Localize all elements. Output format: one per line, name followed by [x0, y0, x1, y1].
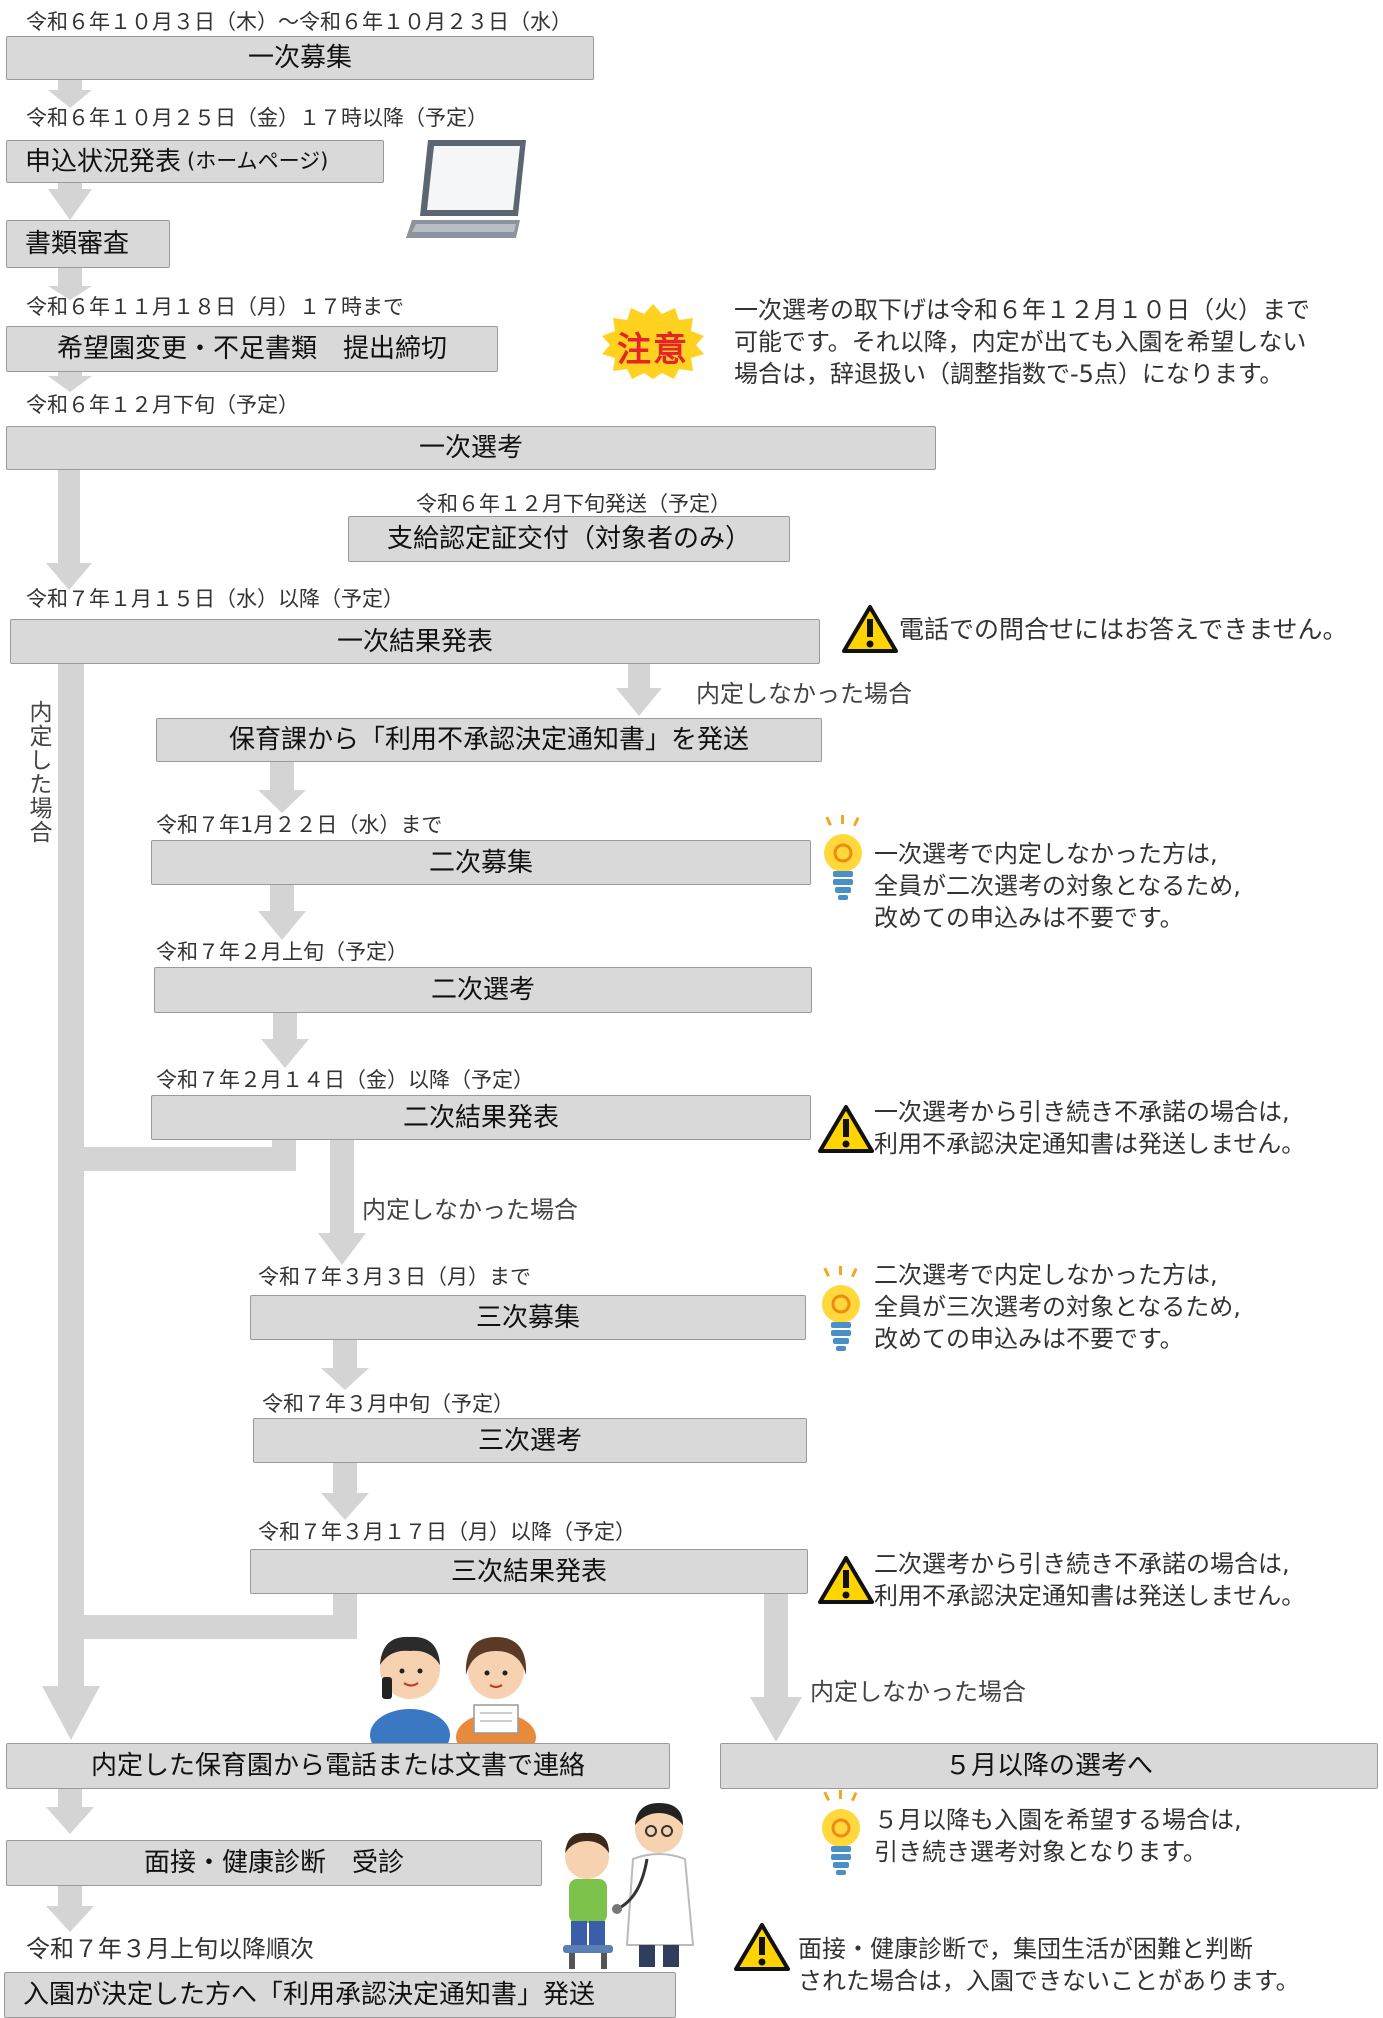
step7-tip: 一次選考で内定しなかった方は, 全員が二次選考の対象となるため, 改めての申込み… — [874, 838, 1241, 934]
interview-warning-line-1: 面接・健康診断で，集団生活が困難と判断 — [798, 1935, 1254, 1963]
step1-date: 令和６年１０月３日（木）～令和６年１０月２３日（水） — [26, 10, 572, 34]
step10-tip: 二次選考で内定しなかった方は, 全員が三次選考の対象となるため, 改めての申込み… — [874, 1259, 1241, 1355]
step2-date: 令和６年１０月２５日（金）１７時以降（予定） — [26, 106, 488, 130]
caution-badge-icon: 注意 — [600, 302, 706, 380]
step9-warning: 一次選考から引き続き不承諾の場合は, 利用不承認決定通知書は発送しません。 — [874, 1096, 1305, 1160]
may-tip-line-1: ５月以降も入園を希望する場合は, — [874, 1806, 1242, 1834]
step7-box: 二次募集 — [151, 840, 811, 885]
lightbulb-icon — [824, 815, 862, 900]
step6-box: 一次結果発表 — [10, 619, 820, 664]
step6-warning: 電話での問合せにはお答えできません。 — [899, 615, 1348, 644]
step7-tip-line-1: 一次選考で内定しなかった方は, — [874, 840, 1218, 868]
step2-label: 申込状況発表 — [25, 146, 182, 177]
step5-box: 一次選考 — [6, 426, 936, 470]
cert-box: 支給認定証交付（対象者のみ） — [348, 516, 790, 562]
caution-line-2: 可能です。それ以降，内定が出ても入園を希望しない — [734, 328, 1307, 356]
step12-warning-line-2: 利用不承認決定通知書は発送しません。 — [874, 1582, 1306, 1610]
warning-icon — [818, 1556, 874, 1604]
not-selected-label-2: 内定しなかった場合 — [362, 1196, 578, 1224]
step10-box: 三次募集 — [250, 1295, 806, 1340]
selected-label: 内定した場合 — [25, 700, 51, 844]
step9-box: 二次結果発表 — [151, 1095, 811, 1140]
step7-tip-line-2: 全員が二次選考の対象となるため, — [874, 872, 1241, 900]
final-box: 入園が決定した方へ「利用承認決定通知書」発送 — [4, 1972, 676, 2018]
laptop-icon — [406, 140, 526, 238]
may-tip-line-2: 引き続き選考対象となります。 — [874, 1838, 1207, 1866]
warning-icon — [842, 605, 898, 653]
step10-tip-line-1: 二次選考で内定しなかった方は, — [874, 1261, 1218, 1289]
caution-badge-text: 注意 — [617, 330, 689, 370]
step11-box: 三次選考 — [253, 1418, 807, 1463]
caution-line-3: 場合は，辞退扱い（調整指数で-5点）になります。 — [734, 360, 1284, 388]
step10-tip-line-2: 全員が三次選考の対象となるため, — [874, 1293, 1241, 1321]
lightbulb-icon — [822, 1790, 860, 1875]
step12-warning-line-1: 二次選考から引き続き不承諾の場合は, — [874, 1550, 1290, 1578]
step7-date: 令和７年1月２２日（水）まで — [156, 813, 443, 837]
doctor-checkup-illustration — [563, 1803, 695, 1969]
interview-warning: 面接・健康診断で，集団生活が困難と判断 された場合は，入園できないことがあります… — [798, 1933, 1300, 1997]
step9-warning-line-1: 一次選考から引き続き不承諾の場合は, — [874, 1098, 1290, 1126]
step11-date: 令和７年３月中旬（予定） — [262, 1392, 514, 1416]
step6-date: 令和７年１月１５日（水）以降（予定） — [26, 587, 404, 611]
warning-icon — [734, 1923, 790, 1971]
interview-box: 面接・健康診断 受診 — [6, 1840, 542, 1886]
step10-date: 令和７年３月３日（月）まで — [258, 1265, 531, 1289]
parents-on-phone-illustration — [370, 1636, 536, 1745]
lightbulb-icon — [822, 1266, 860, 1351]
step8-box: 二次選考 — [154, 967, 812, 1013]
step12-box: 三次結果発表 — [250, 1549, 808, 1594]
cert-date: 令和６年１２月下旬発送（予定） — [416, 492, 731, 516]
step12-warning: 二次選考から引き続き不承諾の場合は, 利用不承認決定通知書は発送しません。 — [874, 1548, 1305, 1612]
may-tip: ５月以降も入園を希望する場合は, 引き続き選考対象となります。 — [874, 1804, 1242, 1868]
step12-date: 令和７年３月１７日（月）以降（予定） — [258, 1520, 636, 1544]
step5-date: 令和６年１２月下旬（予定） — [26, 393, 299, 417]
warning-icon — [818, 1105, 874, 1153]
step9-date: 令和７年２月１４日（金）以降（予定） — [156, 1068, 534, 1092]
step9-warning-line-2: 利用不承認決定通知書は発送しません。 — [874, 1130, 1306, 1158]
caution-note: 一次選考の取下げは令和６年１２月１０日（火）まで 可能です。それ以降，内定が出て… — [734, 294, 1310, 390]
step2-box: 申込状況発表 (ホームページ) — [6, 140, 384, 183]
notice-box: 保育課から「利用不承認決定通知書」を発送 — [156, 718, 822, 762]
contact-box: 内定した保育園から電話または文書で連絡 — [6, 1743, 670, 1789]
step2-sub: (ホームページ) — [187, 149, 329, 173]
not-selected-label-3: 内定しなかった場合 — [810, 1678, 1026, 1706]
step8-date: 令和７年２月上旬（予定） — [156, 940, 408, 964]
may-box: ５月以降の選考へ — [720, 1743, 1378, 1789]
step7-tip-line-3: 改めての申込みは不要です。 — [874, 904, 1184, 932]
interview-warning-line-2: された場合は，入園できないことがあります。 — [798, 1967, 1300, 1995]
step4-date: 令和６年１１月１８日（月）１７時まで — [26, 295, 404, 319]
step10-tip-line-3: 改めての申込みは不要です。 — [874, 1325, 1184, 1353]
not-selected-label-1: 内定しなかった場合 — [696, 680, 912, 708]
caution-line-1: 一次選考の取下げは令和６年１２月１０日（火）まで — [734, 296, 1310, 324]
step4-box: 希望園変更・不足書類 提出締切 — [6, 326, 498, 372]
step3-box: 書類審査 — [6, 220, 170, 268]
final-date: 令和７年３月上旬以降順次 — [26, 1935, 314, 1963]
step1-box: 一次募集 — [6, 36, 594, 80]
